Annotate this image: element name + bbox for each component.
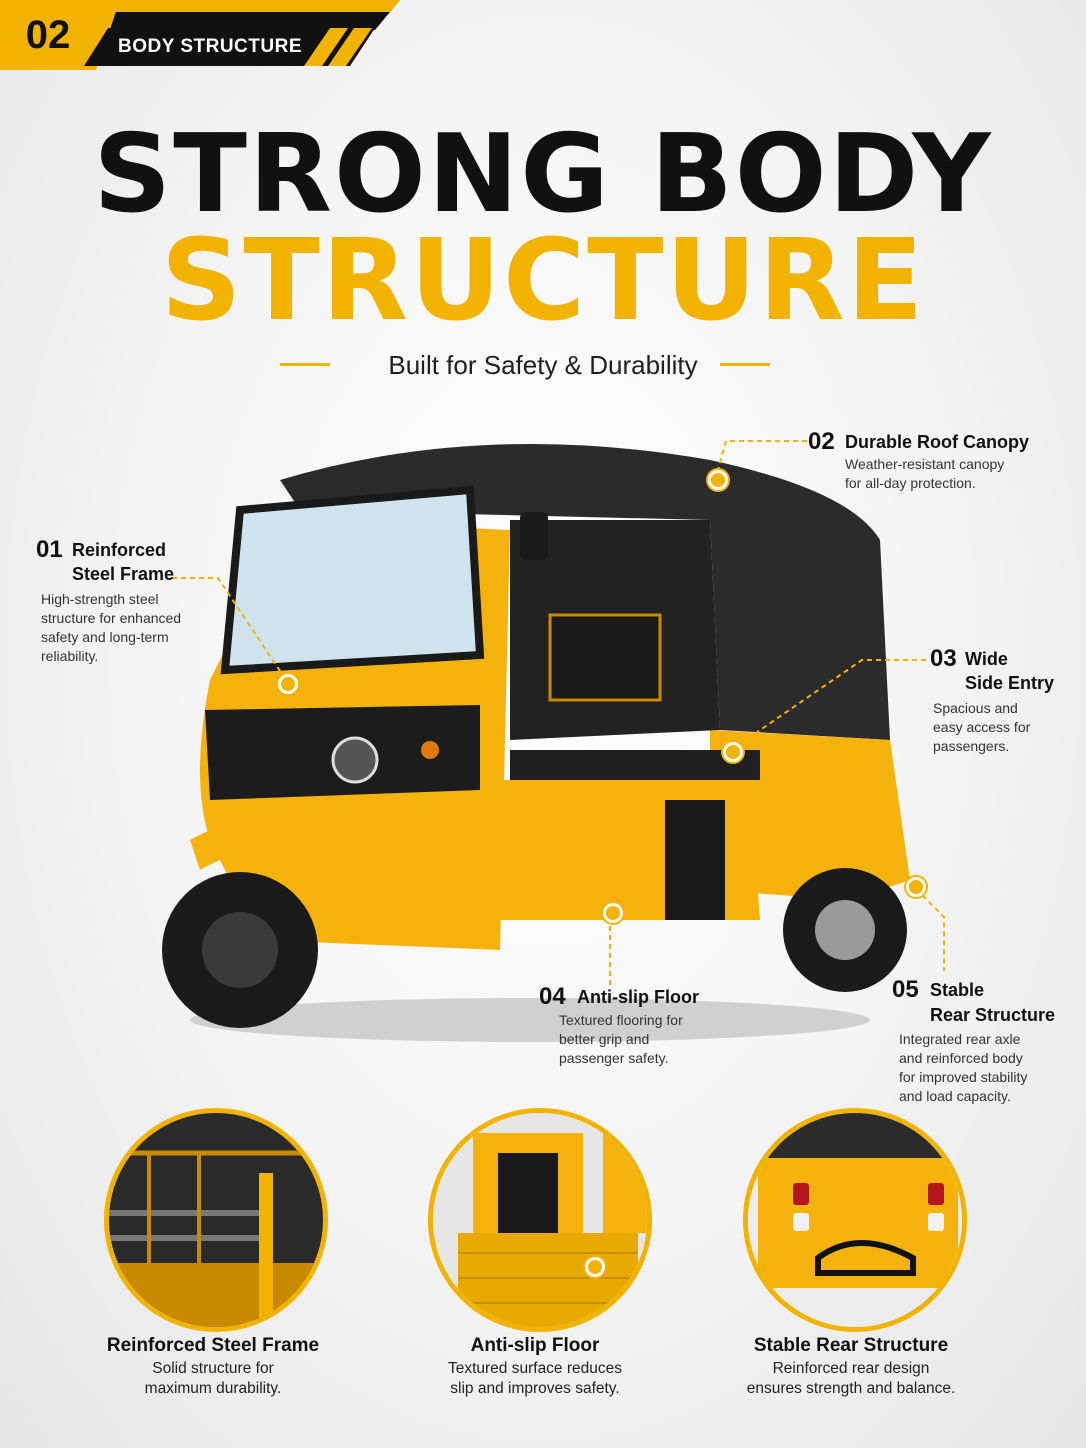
annotation-number-01: 01 [36, 536, 63, 563]
headline-line1: STRONG BODY [93, 112, 993, 237]
annotation-number-04: 04 [539, 983, 566, 1010]
tagline: Built for Safety & Durability [388, 350, 698, 380]
section-label: BODY STRUCTURE [118, 36, 302, 57]
detail-desc-steel-frame: Solid structure for maximum durability. [144, 1360, 282, 1397]
annotation-desc-02: Weather-resistant canopy for all-day pro… [845, 456, 1005, 491]
tagline-divider-right [720, 363, 770, 366]
annotation-number-03: 03 [930, 645, 957, 672]
annotation-title-05b: Rear Structure [930, 1005, 1056, 1025]
annotation-number-02: 02 [808, 428, 835, 455]
detail-image-rear [743, 1108, 967, 1332]
callout-line-05 [915, 888, 945, 971]
detail-desc-rear: Reinforced rear design ensures strength … [746, 1360, 956, 1397]
annotation-title-04: Anti-slip Floor [577, 987, 699, 1007]
detail-image-floor [428, 1108, 652, 1332]
headline-line2: STRUCTURE [160, 216, 926, 346]
annotation-title-01b: Steel Frame [72, 564, 175, 584]
annotation-desc-05: Integrated rear axle and reinforced body… [899, 1031, 1028, 1104]
annotation-desc-03: Spacious and easy access for passengers. [933, 700, 1031, 754]
annotation-title-03b: Side Entry [965, 673, 1055, 693]
detail-marker-floor [585, 1257, 605, 1277]
annotation-desc-04: Textured flooring for better grip and pa… [559, 1012, 683, 1066]
annotation-number-05: 05 [892, 976, 919, 1003]
callout-marker-05 [906, 877, 926, 897]
callout-line-01 [172, 577, 287, 681]
detail-image-steel-frame [104, 1108, 328, 1332]
annotation-desc-01: High-strength steel structure for enhanc… [41, 591, 182, 664]
auto-rickshaw-image [162, 444, 910, 1042]
detail-title-floor: Anti-slip Floor [470, 1335, 600, 1356]
annotation-title-02: Durable Roof Canopy [845, 432, 1030, 452]
annotation-title-03a: Wide [965, 649, 1008, 669]
tagline-divider-left [280, 363, 330, 366]
detail-title-rear: Stable Rear Structure [753, 1335, 949, 1356]
callout-marker-03 [723, 742, 743, 762]
callout-marker-02 [708, 470, 728, 490]
callout-line-04 [609, 917, 611, 987]
detail-desc-floor: Textured surface reduces slip and improv… [447, 1360, 623, 1397]
annotation-title-05a: Stable [930, 980, 985, 1000]
detail-title-steel-frame: Reinforced Steel Frame [106, 1335, 320, 1356]
annotation-title-01a: Reinforced [72, 540, 167, 560]
section-number: 02 [25, 13, 71, 57]
callout-marker-01 [278, 674, 298, 694]
callout-line-02 [717, 440, 807, 471]
header-banner [0, 0, 400, 70]
callout-line-03 [733, 659, 926, 749]
callout-marker-04 [603, 903, 623, 923]
